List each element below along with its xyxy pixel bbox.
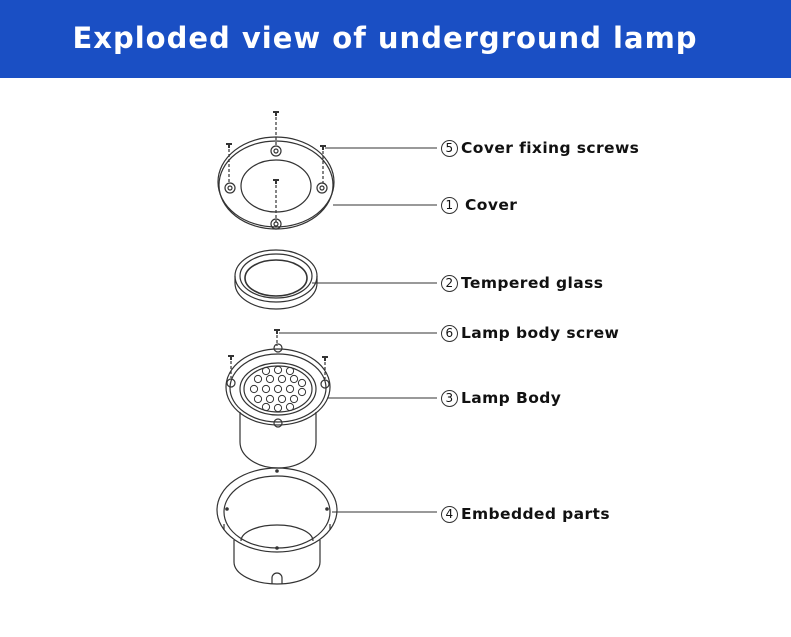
embedded-parts-drawing	[216, 467, 338, 585]
callout-number: 1	[441, 197, 458, 214]
callout-number: 6	[441, 325, 458, 342]
cover-fixing-screws-drawing	[226, 111, 326, 222]
callout-text: Cover fixing screws	[461, 139, 640, 157]
page-title: Exploded view of underground lamp	[72, 21, 698, 55]
callout-text: Embedded parts	[461, 505, 610, 523]
callout-number: 2	[441, 275, 458, 292]
callout-text: Lamp body screw	[461, 324, 620, 342]
callout-text: Lamp Body	[461, 389, 562, 407]
embedded-parts-holes	[225, 469, 329, 550]
lamp-body-screw-drawing	[228, 329, 328, 379]
lamp-body-drawing	[225, 343, 331, 469]
leader-lines	[279, 147, 437, 513]
callout-number: 5	[441, 140, 458, 157]
title-banner: Exploded view of underground lamp	[0, 0, 791, 78]
callout-text: Cover	[465, 196, 518, 214]
label-cover: 1 Cover	[441, 194, 517, 216]
callout-text: Tempered glass	[461, 274, 604, 292]
tempered-glass-drawing	[234, 249, 318, 310]
callout-number: 3	[441, 390, 458, 407]
cover-drawing	[217, 136, 335, 230]
callout-number: 4	[441, 506, 458, 523]
